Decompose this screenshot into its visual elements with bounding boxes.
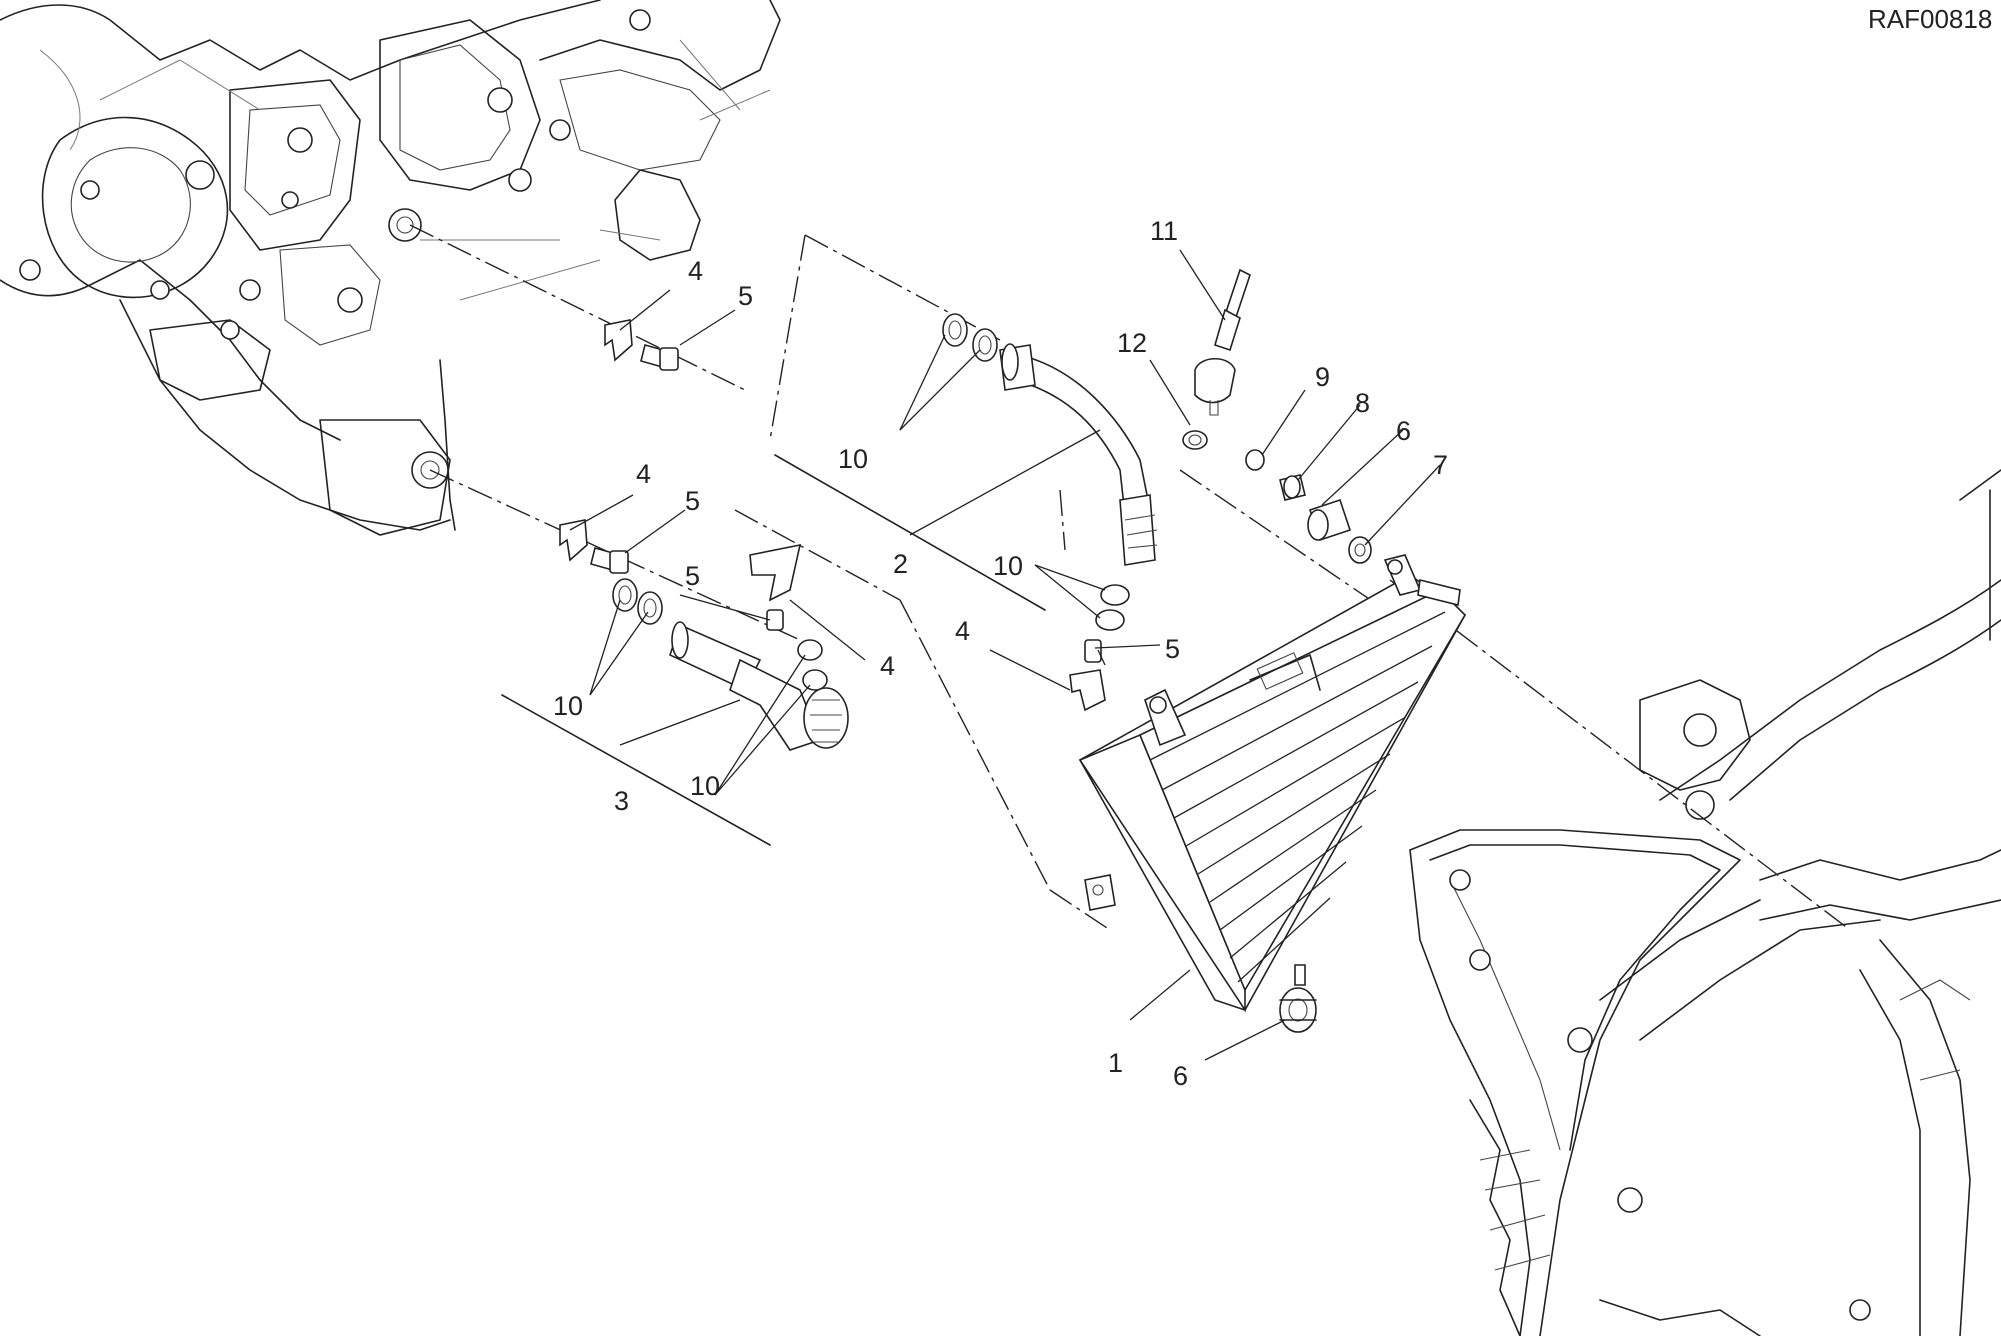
temperature-sensor: [1194, 268, 1251, 416]
callout-11: 11: [1150, 216, 1178, 246]
callout-5-cooler: 5: [1165, 634, 1180, 664]
alignment-lines: [409, 224, 1851, 931]
oil-pipe-upper: [999, 343, 1158, 566]
screws: [590, 344, 1102, 663]
callout-8: 8: [1355, 388, 1370, 418]
callout-2: 2: [893, 549, 908, 579]
callout-4-top: 4: [688, 256, 703, 286]
callout-6-upper: 6: [1396, 416, 1411, 446]
callout-3: 3: [614, 786, 629, 816]
callout-9: 9: [1315, 362, 1330, 392]
callout-labels: RAF00818 1 2 3 4 4 4 4 5 5 5 5 6 6 7 8 9…: [553, 4, 1992, 1091]
callout-1: 1: [1108, 1048, 1123, 1078]
callout-5-lower: 5: [685, 561, 700, 591]
leader-lines: [501, 249, 1441, 1061]
frame-drawing: [1409, 469, 2001, 1336]
callout-10-center: 10: [993, 551, 1023, 581]
callout-12: 12: [1117, 328, 1147, 358]
callout-6-lower: 6: [1173, 1061, 1188, 1091]
oil-cooler: [1078, 554, 1467, 1013]
callout-10-bottom: 10: [690, 771, 720, 801]
oil-pipe-lower: [669, 621, 849, 751]
callout-5-middle: 5: [685, 486, 700, 516]
callout-4-lower: 4: [880, 651, 895, 681]
callout-10-left: 10: [553, 691, 583, 721]
o-rings: [612, 313, 1208, 691]
callout-4-middle: 4: [636, 459, 651, 489]
lower-grommet: [1279, 987, 1317, 1033]
callout-5-top: 5: [738, 281, 753, 311]
diagram-code: RAF00818: [1868, 4, 1992, 34]
engine-block-drawing: [0, 0, 781, 536]
callout-10-top: 10: [838, 444, 868, 474]
brackets: [559, 319, 1106, 712]
callout-4-cooler: 4: [955, 616, 970, 646]
callout-7: 7: [1433, 450, 1448, 480]
damper-and-spacers: [1245, 449, 1372, 564]
